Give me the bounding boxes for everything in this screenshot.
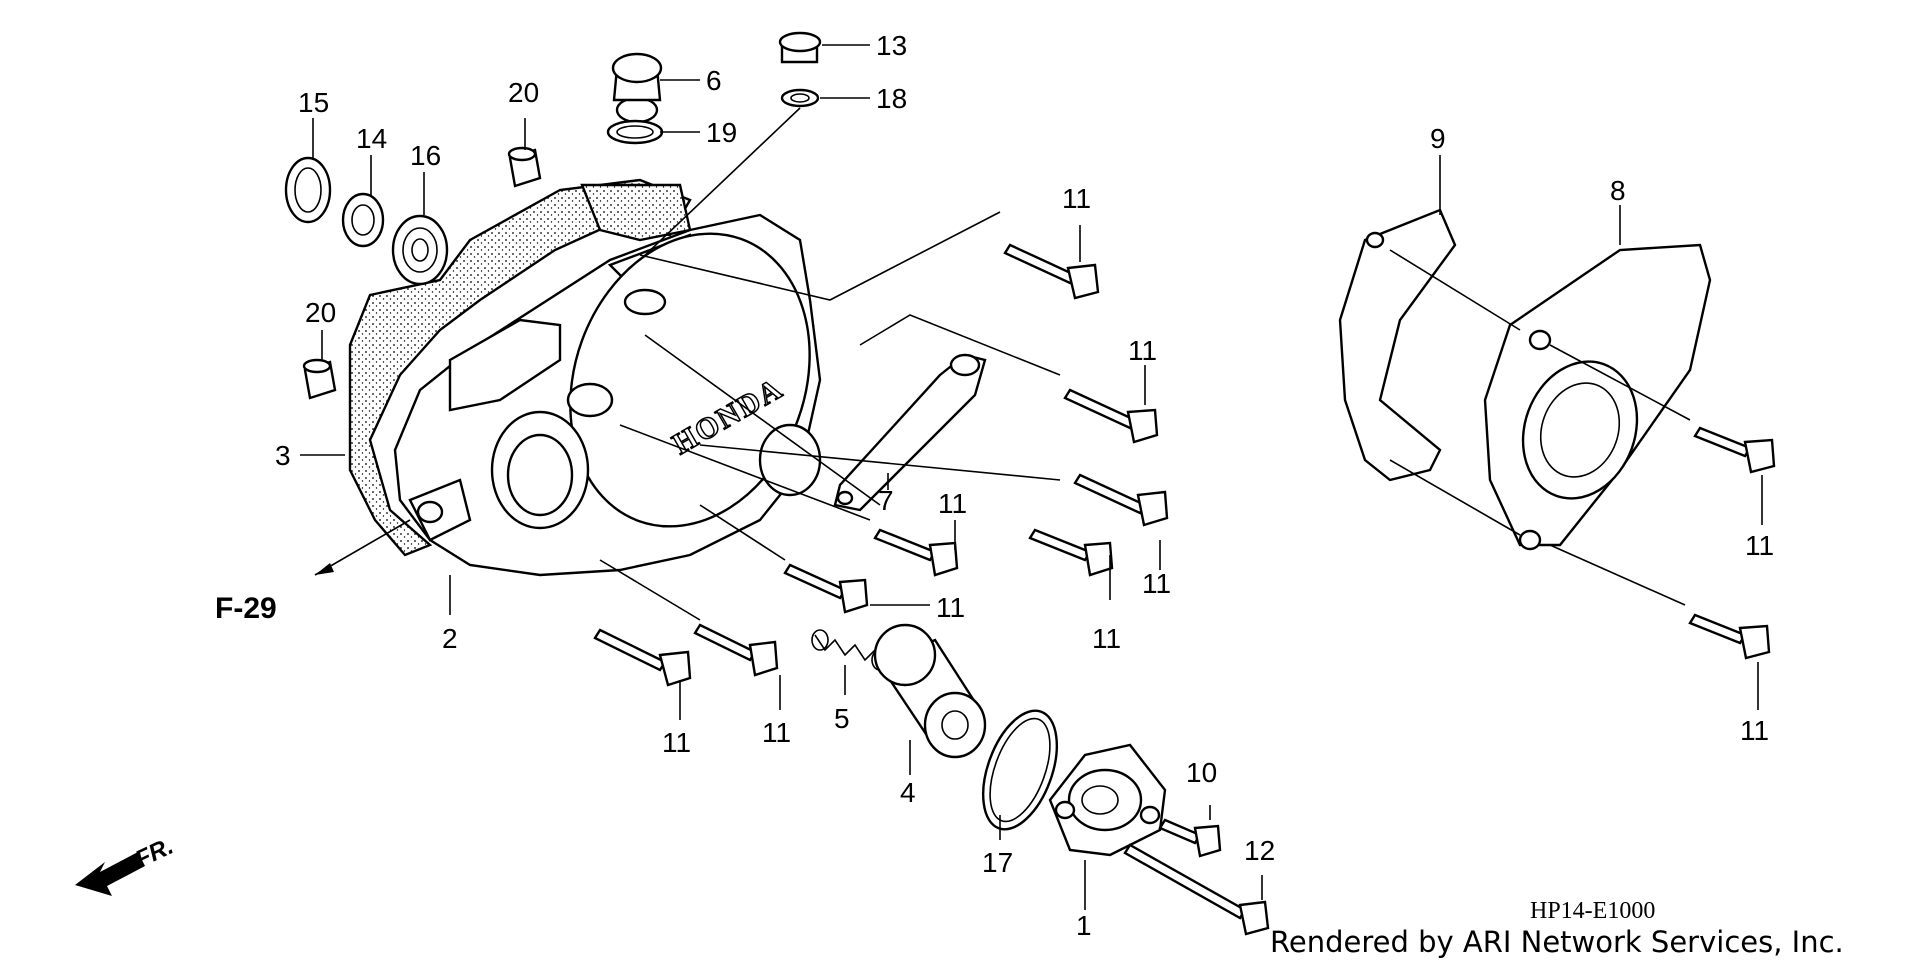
render-credit: Rendered by ARI Network Services, Inc. (1270, 925, 1844, 959)
bolt-11-b (1063, 388, 1159, 444)
cover-gasket (348, 178, 692, 557)
reference-label: F-29 (215, 592, 277, 625)
bolt-11-h (593, 628, 692, 687)
bolt-11-j (1688, 613, 1771, 660)
label-part-15: 15 (298, 87, 329, 118)
label-part-3: 3 (275, 440, 291, 471)
label-part-19: 19 (706, 117, 737, 148)
bolt-11-e (873, 528, 959, 577)
label-part-11-h: 11 (762, 717, 791, 748)
bolt-11-a (1003, 243, 1100, 300)
leader-lines (300, 44, 1763, 910)
label-part-11-d: 11 (1142, 568, 1171, 599)
label-part-8: 8 (1610, 175, 1626, 206)
filter-cover-o-ring (982, 709, 1058, 831)
label-part-11-e: 11 (1092, 623, 1121, 654)
label-part-17: 17 (982, 847, 1013, 878)
bolt-11-g (693, 623, 779, 677)
label-part-18: 18 (876, 83, 907, 114)
label-part-10: 10 (1186, 757, 1217, 788)
dowel-pin-lower (302, 358, 337, 400)
label-part-20-lower: 20 (305, 297, 336, 328)
front-direction-arrow: FR. (75, 833, 178, 896)
label-part-5: 5 (834, 703, 850, 734)
dowel-pin-upper (507, 146, 542, 188)
drive-sprocket-cover (1483, 243, 1712, 551)
label-part-11-c: 11 (938, 488, 967, 519)
label-part-11-j: 11 (1740, 715, 1769, 746)
bolt-11-f (783, 563, 869, 614)
bearing (391, 214, 449, 286)
diagram-code: HP14-E1000 (1530, 898, 1655, 924)
oil-filter (873, 623, 987, 759)
oil-seal (341, 192, 385, 248)
label-part-11-a: 11 (1062, 183, 1091, 214)
bolt-11-d (1028, 528, 1114, 577)
label-part-14: 14 (356, 123, 387, 154)
left-crankcase-cover: HONDA (393, 213, 822, 577)
label-part-16: 16 (410, 140, 441, 171)
oil-filler-cap (606, 52, 664, 145)
bolt-12 (1123, 843, 1270, 936)
label-part-6: 6 (706, 65, 722, 96)
bolt-11-c (1073, 473, 1169, 527)
oil-filter-cover (1048, 743, 1167, 857)
label-part-13: 13 (876, 30, 907, 61)
bolt-10 (1158, 818, 1222, 858)
label-part-11-f: 11 (936, 592, 965, 623)
label-part-11-g: 11 (662, 727, 691, 758)
label-part-2: 2 (442, 623, 458, 654)
label-part-20-upper: 20 (508, 77, 539, 108)
label-part-11-i: 11 (1745, 530, 1774, 561)
snap-ring (284, 156, 332, 224)
label-part-11-b: 11 (1128, 335, 1157, 366)
label-part-1: 1 (1076, 910, 1092, 941)
label-part-4: 4 (900, 777, 916, 808)
bracket (833, 353, 987, 512)
bolt-11-i (1693, 426, 1776, 474)
label-part-7: 7 (878, 485, 894, 516)
label-part-9: 9 (1430, 123, 1446, 154)
drain-bolt (778, 31, 822, 108)
label-part-12: 12 (1244, 835, 1275, 866)
sprocket-cover-plate (1338, 208, 1457, 482)
